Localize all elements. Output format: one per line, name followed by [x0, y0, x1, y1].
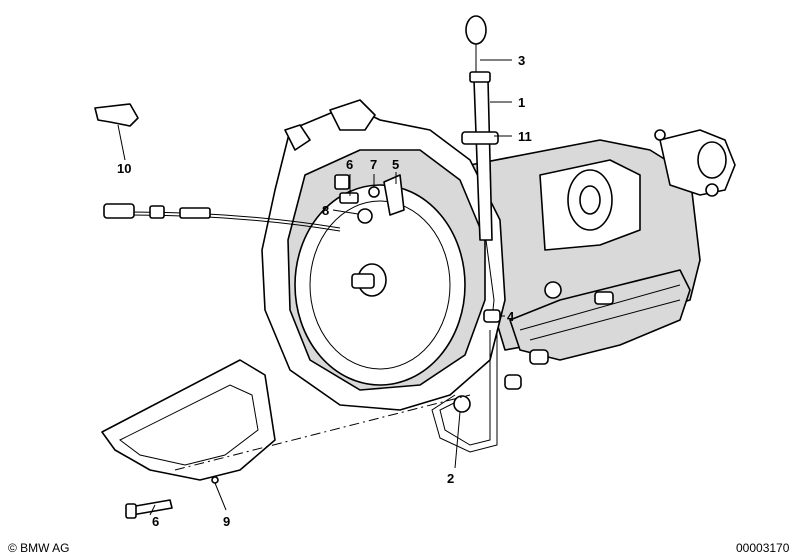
clip-part-10 — [94, 103, 139, 127]
callout-8: 8 — [322, 203, 329, 218]
callout-7: 7 — [370, 157, 377, 172]
drawing-number: 00003170 — [736, 541, 790, 555]
bolt-part-6-bottom — [125, 499, 173, 519]
washer-part-7 — [368, 186, 380, 198]
callout-2: 2 — [447, 471, 454, 486]
callout-3: 3 — [518, 53, 525, 68]
dipstick-guide-tube — [461, 15, 501, 323]
bracket-part-5 — [383, 174, 405, 216]
leader-lines — [117, 59, 512, 516]
callout-10: 10 — [117, 161, 131, 176]
gearbox-housing — [469, 129, 736, 390]
selector-cable — [103, 203, 341, 232]
callout-6a: 6 — [346, 157, 353, 172]
callout-1: 1 — [518, 95, 525, 110]
bolt-part-6-top — [339, 192, 359, 204]
callout-4: 4 — [507, 309, 515, 324]
callout-9: 9 — [223, 514, 230, 529]
nut-part-8 — [357, 208, 373, 224]
callout-11: 11 — [518, 129, 532, 144]
copyright-label: © BMW AG — [8, 541, 70, 555]
callout-5: 5 — [392, 157, 399, 172]
callout-6b: 6 — [152, 514, 159, 529]
torque-converter — [294, 184, 466, 386]
cover-plate — [101, 359, 276, 484]
